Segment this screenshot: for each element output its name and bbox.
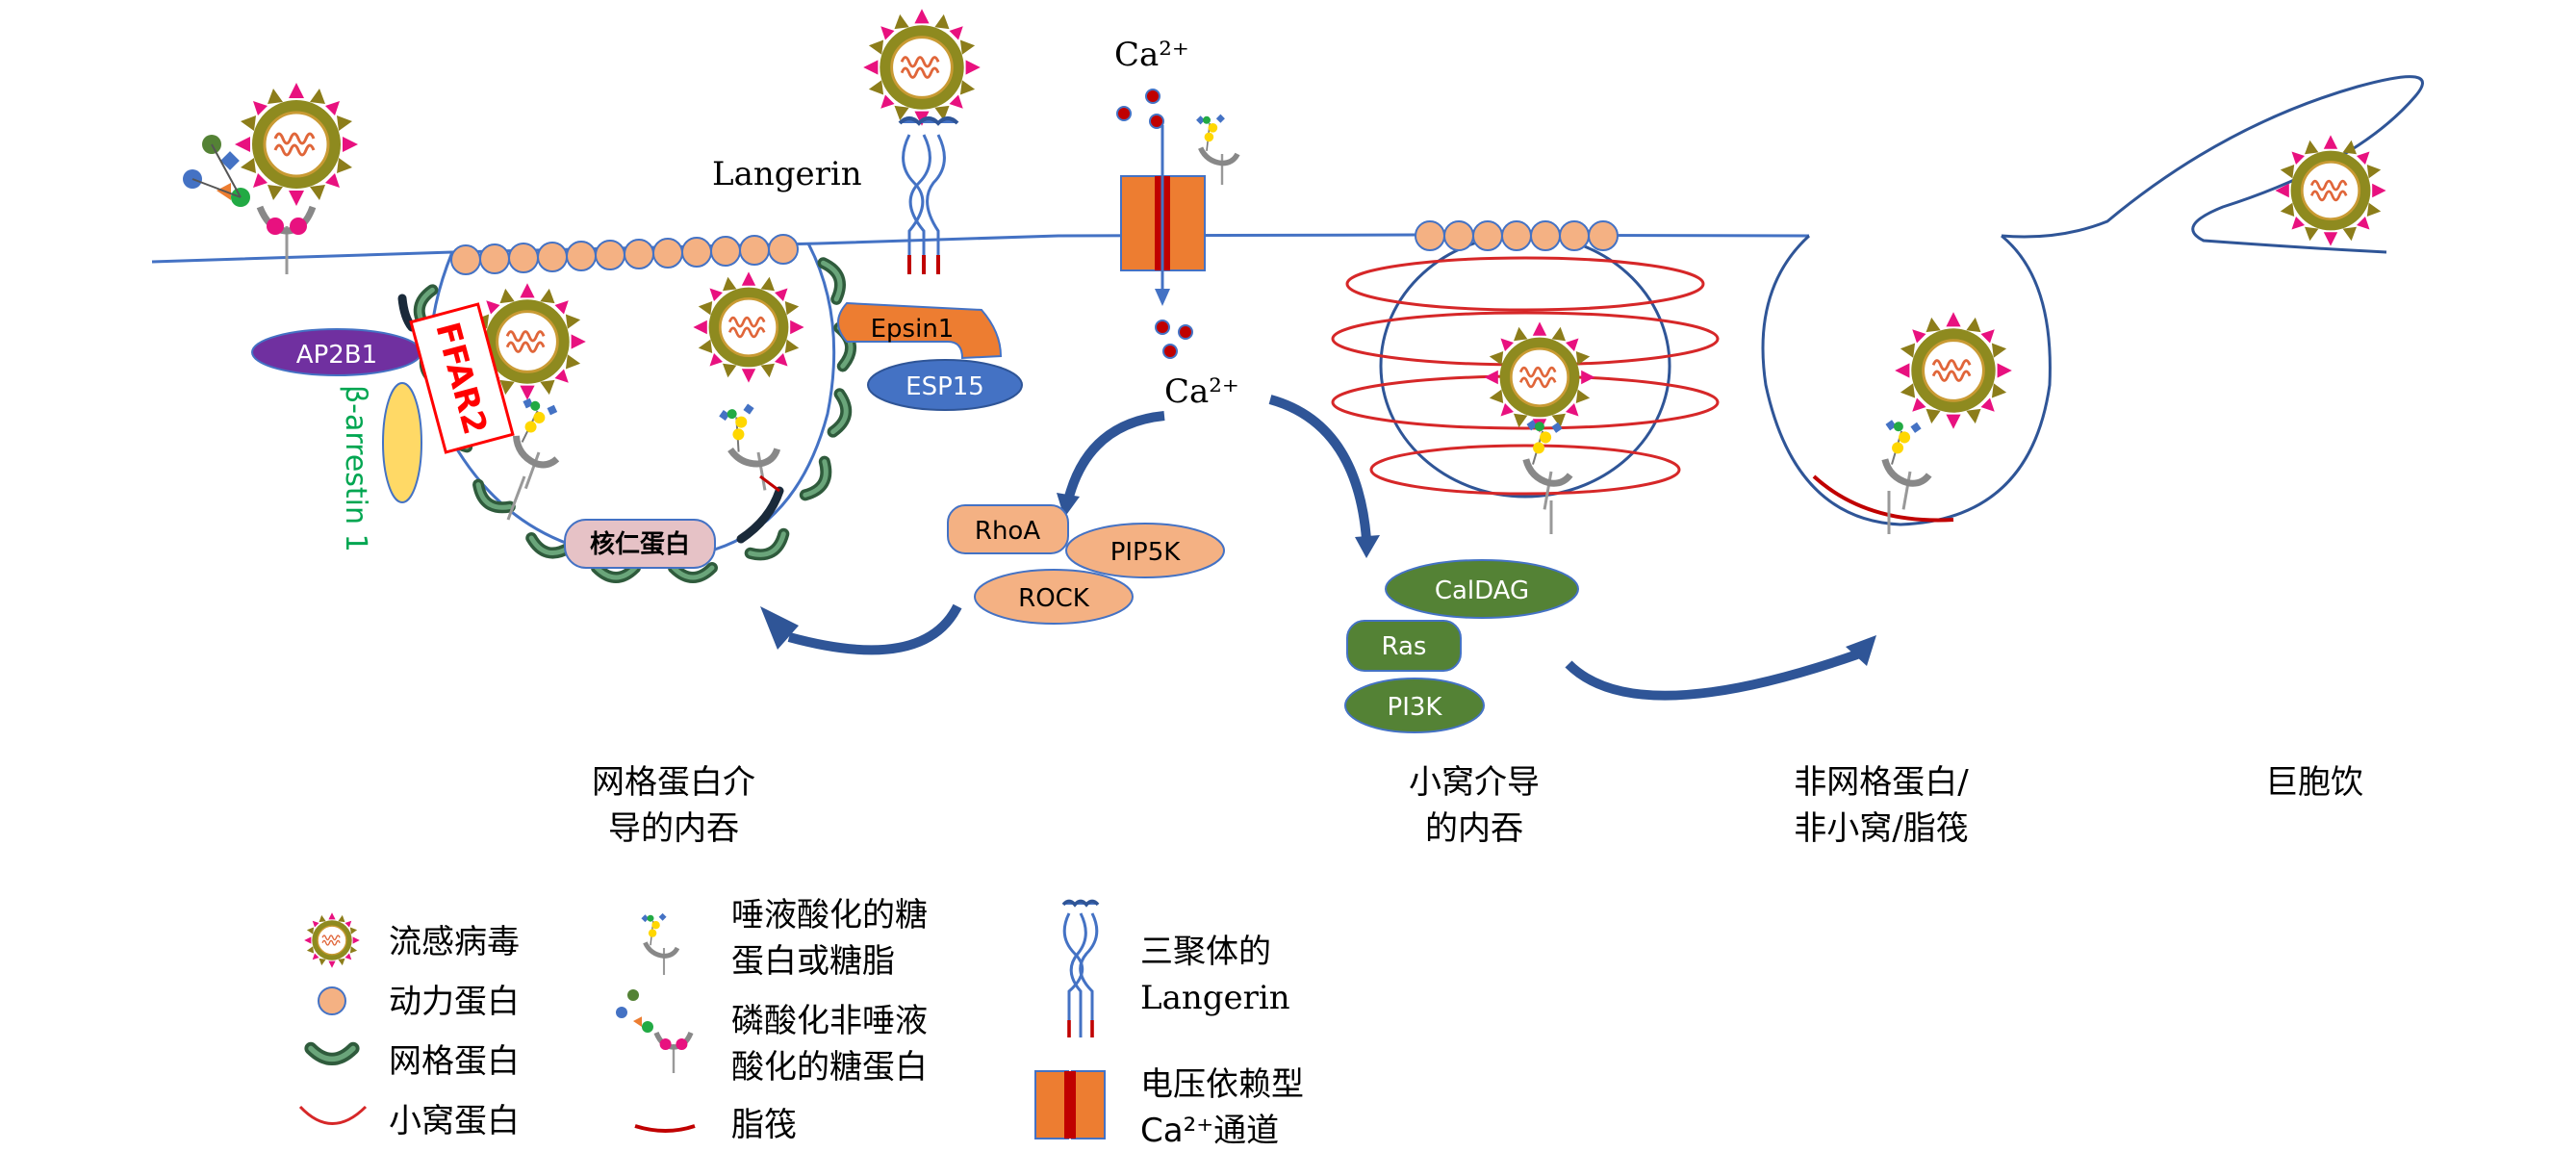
pip5k-label: PIP5K [1110, 538, 1182, 567]
ap2b1-label: AP2B1 [296, 341, 377, 370]
pi3k-protein [1344, 678, 1485, 733]
calcium-ions-outside [1116, 89, 1164, 129]
esp15-protein [867, 359, 1023, 411]
pathway-clathrin-line2: 导的内吞 [608, 809, 739, 848]
ras-label: Ras [1382, 632, 1427, 661]
pathway-caveolae-line1: 小窝介导 [1409, 763, 1540, 802]
legend-phos-line1: 磷酸化非唾液 [731, 1002, 928, 1040]
legend-trimer-line2: Langerin [1140, 979, 1290, 1017]
caldag-protein [1385, 559, 1579, 619]
pathway-macropinocytosis: 巨胞饮 [2265, 763, 2363, 802]
pathway-nonclathrin-line1: 非网格蛋白/ [1794, 763, 1969, 802]
lipid-raft [1812, 474, 1954, 523]
arrow-to-rhoa [1063, 411, 1165, 502]
nucleolin-protein [564, 519, 716, 569]
beta-arrestin-protein [382, 382, 422, 503]
pi3k-label: PI3K [1388, 693, 1443, 722]
epsin1-label: Epsin1 [871, 315, 955, 344]
legend-channel-line1: 电压依赖型 [1140, 1065, 1304, 1104]
pathway-clathrin-line1: 网格蛋白介 [592, 763, 755, 802]
arrow-to-nonclathrin [1565, 650, 1859, 701]
rhoa-label: RhoA [975, 517, 1040, 546]
legend-sialyl-line2: 蛋白或糖脂 [731, 942, 895, 981]
arrow-to-clathrin [787, 603, 962, 655]
arrow-to-caldag [1268, 395, 1371, 540]
legend-trimer-line1: 三聚体的 [1140, 933, 1271, 971]
ras-protein [1346, 620, 1462, 672]
beta-arrestin-label: β-arrestin 1 [339, 385, 372, 552]
pathway-nonclathrin-line2: 非小窝/脂筏 [1794, 809, 1968, 848]
legend-channel-line2: Ca²⁺通道 [1140, 1112, 1279, 1150]
legend-raft: 脂筏 [731, 1106, 797, 1144]
langerin-trimer [898, 116, 959, 274]
legend-caveolin: 小窝蛋白 [389, 1102, 520, 1140]
nonclathrin-vesicle [1761, 234, 2052, 526]
pathway-caveolae-line2: 的内吞 [1425, 809, 1523, 848]
epsin1-protein [837, 301, 1003, 360]
legend-dynamin: 动力蛋白 [389, 983, 520, 1021]
macropinocytosis-membrane [2001, 75, 2424, 254]
legend-virus: 流感病毒 [389, 923, 520, 961]
ca-mid-label: Ca²⁺ [1164, 372, 1239, 411]
dynamin-row [450, 234, 799, 275]
caveolae-dynamin-row [1415, 220, 1619, 251]
legend: 流感病毒 动力蛋白 网格蛋白 小窝蛋白 唾液酸化的糖 蛋白或糖脂 磷酸化非唾液 … [298, 896, 1304, 1150]
ca-top-label: Ca²⁺ [1114, 36, 1189, 74]
pip5k-protein [1065, 523, 1225, 578]
langerin-label: Langerin [712, 155, 862, 193]
legend-sialyl-line1: 唾液酸化的糖 [731, 896, 928, 934]
esp15-label: ESP15 [905, 372, 984, 401]
caldag-label: CalDAG [1435, 576, 1529, 605]
legend-phos-line2: 酸化的糖蛋白 [731, 1048, 928, 1087]
ffar2-receptor: FFAR2 [409, 302, 515, 454]
phosphorylated-glycoprotein-top [183, 135, 317, 274]
rhoa-protein [947, 504, 1069, 554]
nucleolin-label: 核仁蛋白 [590, 529, 690, 559]
rock-protein [974, 569, 1134, 625]
calcium-ions-inside [1155, 320, 1193, 359]
rock-label: ROCK [1018, 584, 1090, 613]
legend-clathrin: 网格蛋白 [389, 1042, 520, 1081]
